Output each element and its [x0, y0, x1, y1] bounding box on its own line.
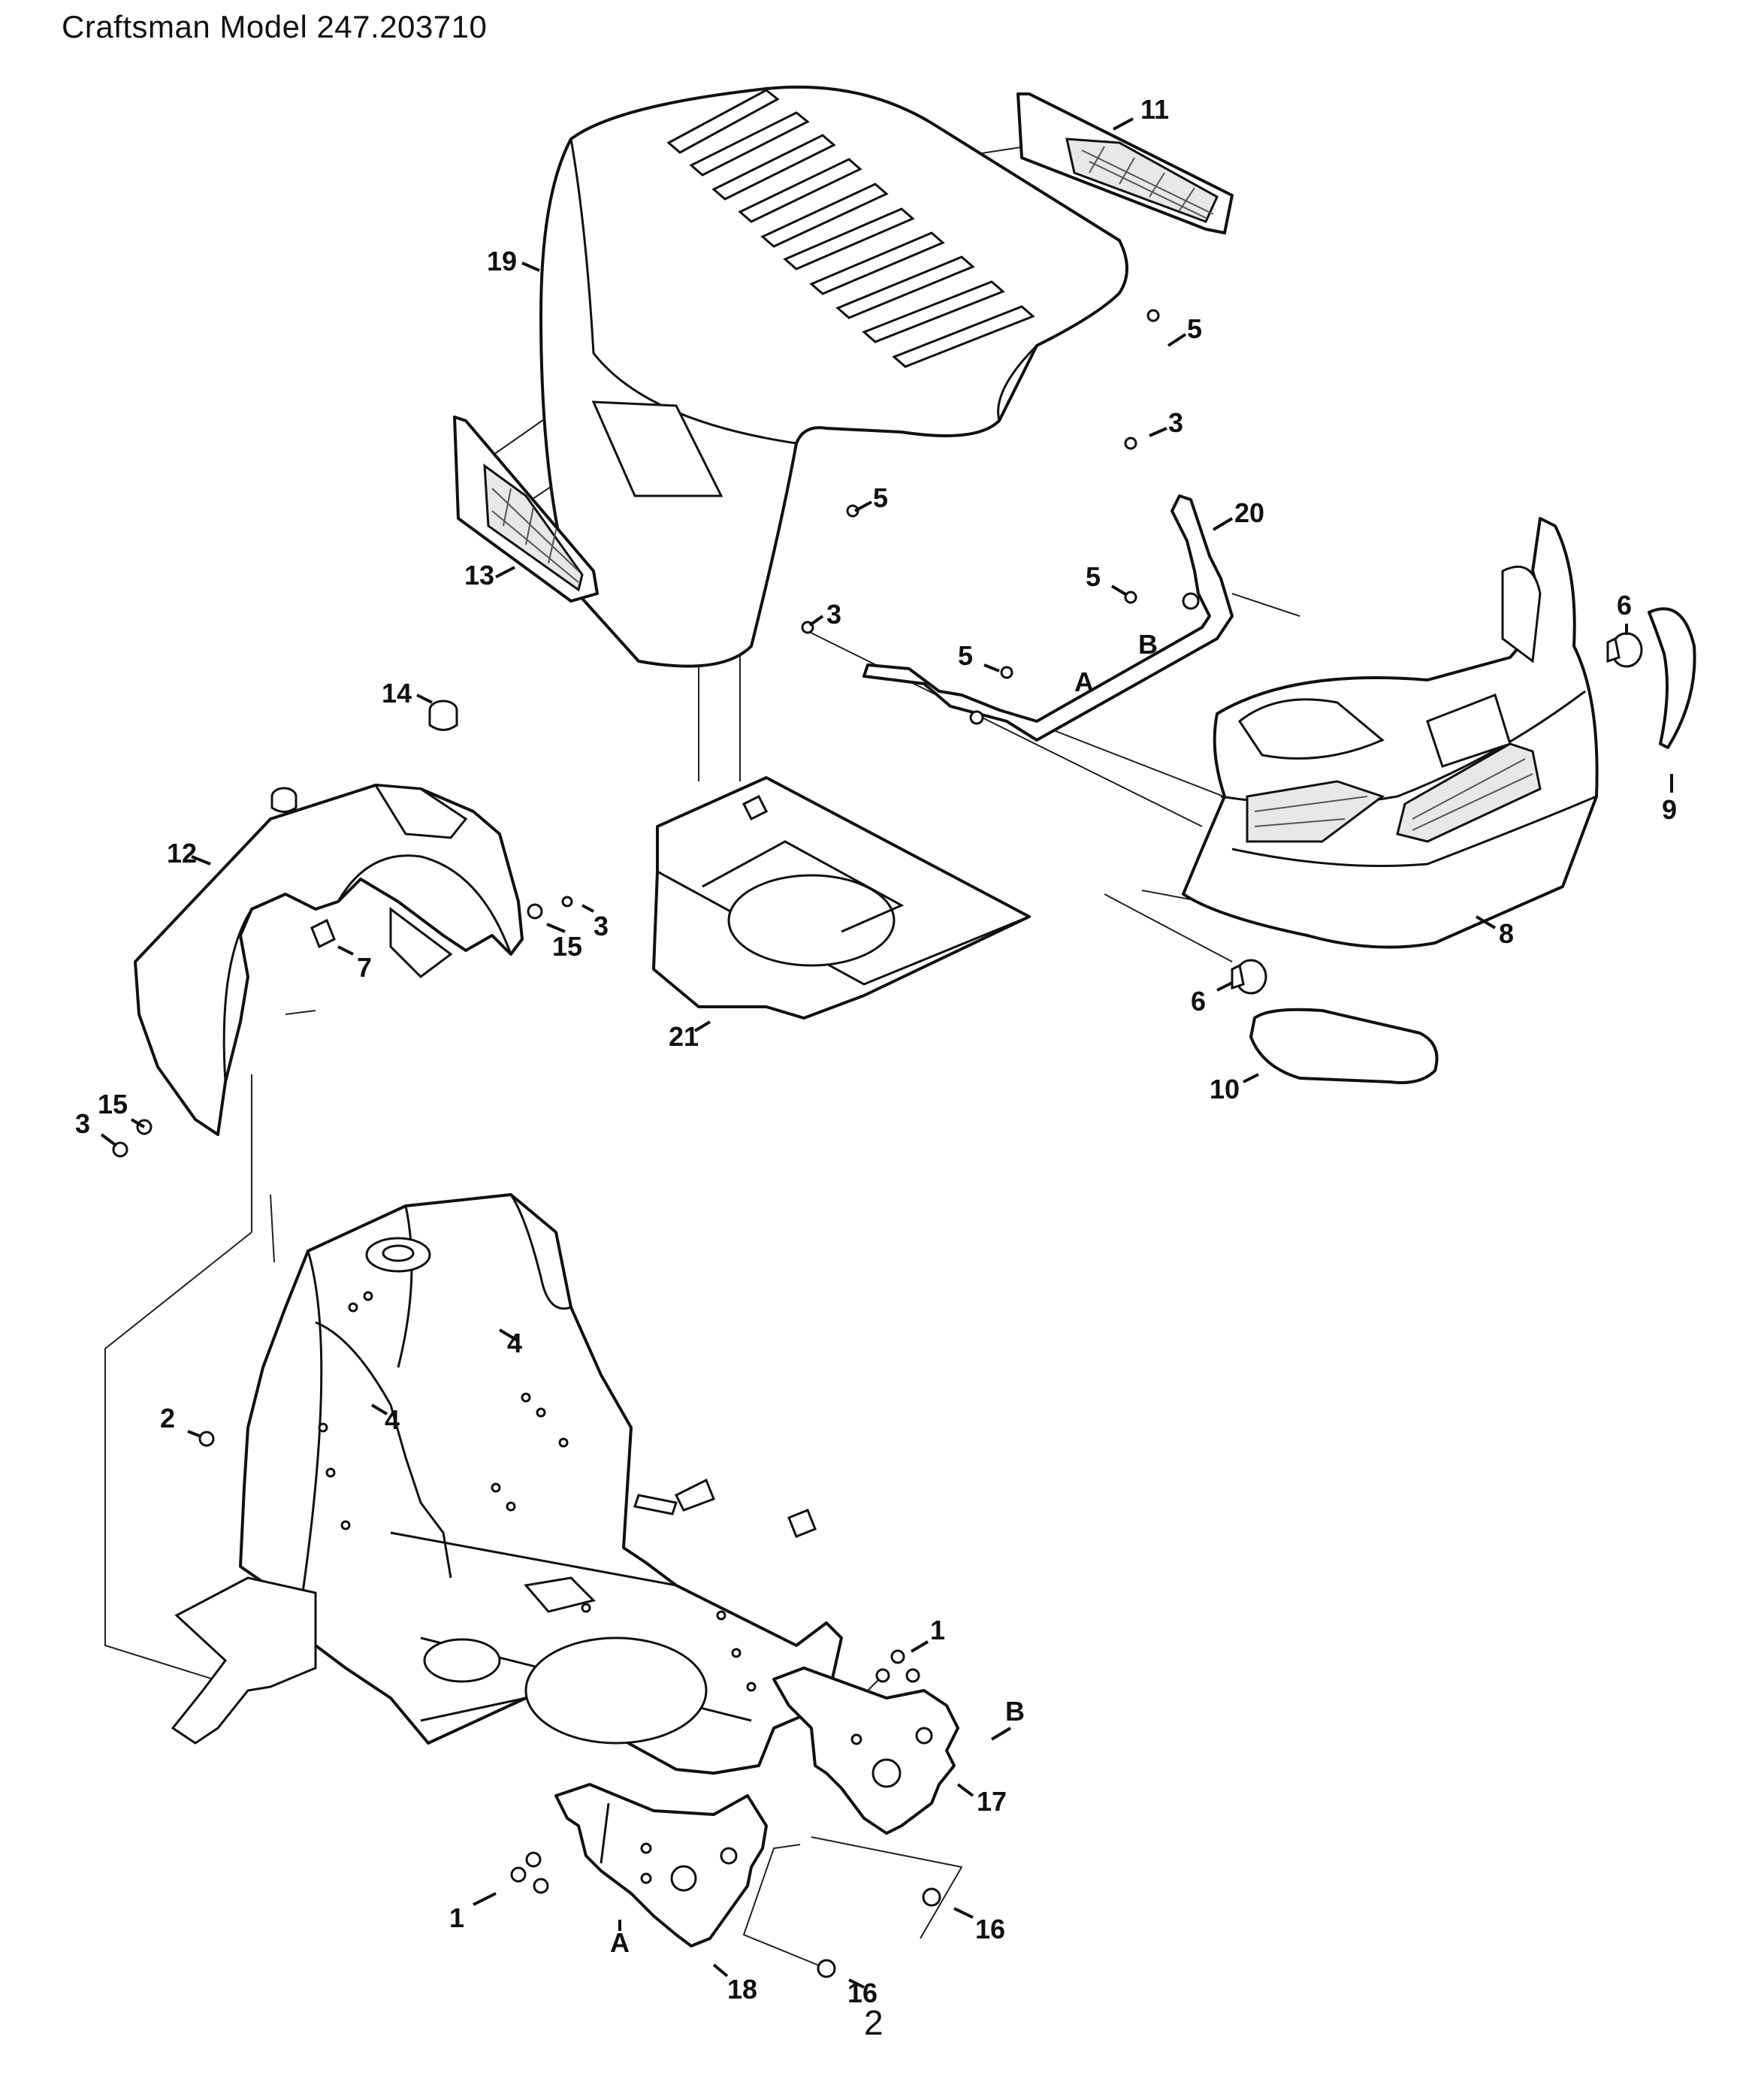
callout-a: A: [1074, 666, 1094, 697]
hood-vent-slots: [666, 89, 1035, 368]
callout-a: A: [610, 1927, 630, 1958]
callout-2: 2: [160, 1403, 175, 1434]
fender-shield-part-12: [134, 784, 524, 1136]
front-axle-bracket-part-17: [772, 1666, 959, 1835]
callout-5: 5: [873, 482, 888, 513]
callout-15: 15: [98, 1089, 128, 1119]
tractor-frame: [171, 1193, 843, 1775]
hardware-bolts: [112, 309, 1160, 1978]
callout-5: 5: [958, 640, 973, 671]
callout-7: 7: [357, 952, 372, 983]
hood-part-19: [539, 85, 1128, 668]
rubber-bumper-part-14: [270, 699, 458, 813]
page-title: Craftsman Model 247.203710: [62, 9, 488, 44]
callout-6: 6: [1191, 986, 1206, 1017]
bushing-parts-6: [1231, 632, 1643, 995]
callout-3: 3: [1168, 407, 1183, 438]
callout-13: 13: [464, 560, 494, 591]
callout-4: 4: [507, 1328, 522, 1358]
front-axle-bracket-part-18: [554, 1783, 768, 1947]
callout-17: 17: [977, 1786, 1007, 1817]
grille-bumper-part-8: [1182, 517, 1599, 949]
callout-5: 5: [1086, 561, 1101, 592]
callout-8: 8: [1499, 918, 1514, 949]
callout-1: 1: [930, 1615, 945, 1645]
callout-16: 16: [975, 1914, 1005, 1944]
callout-4: 4: [385, 1404, 400, 1435]
callout-b: B: [1138, 629, 1158, 660]
side-vent-part-11: [1016, 92, 1234, 234]
callout-21: 21: [669, 1021, 699, 1052]
hood-bracket-part-20: [862, 494, 1234, 742]
callout-labels: 11 19 5 3 20 5 13 3 5 5 B A 6 9 14 12 7 …: [75, 94, 1677, 2008]
callout-20: 20: [1234, 497, 1264, 528]
callout-9: 9: [1662, 794, 1677, 825]
callout-1: 1: [449, 1902, 464, 1933]
callout-b: B: [1005, 1696, 1025, 1727]
callout-18: 18: [727, 1974, 757, 2005]
callout-3: 3: [594, 911, 609, 941]
callout-6: 6: [1617, 590, 1632, 621]
callout-15: 15: [552, 931, 582, 962]
callout-3: 3: [826, 599, 841, 630]
frame-holes: [318, 1291, 757, 1692]
callout-3: 3: [75, 1108, 90, 1139]
page-number: 2: [864, 2003, 884, 2042]
callout-5: 5: [1187, 313, 1202, 344]
callout-19: 19: [487, 246, 517, 276]
headlight-lens-part-10: [1249, 1008, 1439, 1084]
side-vent-part-13: [453, 415, 599, 603]
callout-16: 16: [847, 1978, 878, 2008]
clip-part-7: [310, 918, 336, 949]
headlight-lens-part-9: [1648, 607, 1696, 749]
callout-14: 14: [382, 678, 412, 709]
callout-12: 12: [167, 838, 197, 869]
callout-11: 11: [1140, 94, 1169, 125]
callout-pointers: [100, 117, 1673, 1989]
callout-10: 10: [1210, 1074, 1240, 1104]
dash-tray-part-21: [652, 776, 1031, 1020]
